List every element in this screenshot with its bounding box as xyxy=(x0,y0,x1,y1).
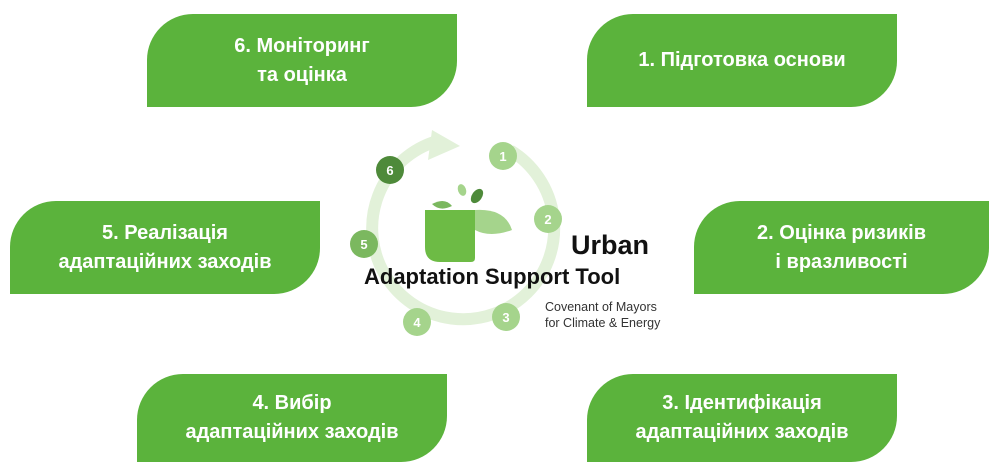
step-5-subtitle: адаптаційних заходів xyxy=(58,250,272,273)
cycle-step-3: 3 xyxy=(492,303,520,331)
step-6-subtitle: та оцінка xyxy=(257,63,347,86)
step-2-title: 2. Оцінка ризиків xyxy=(756,221,927,244)
cycle-number-5: 5 xyxy=(360,237,367,252)
logo-title-tool: Adaptation Support Tool xyxy=(364,264,621,289)
cycle-number-4: 4 xyxy=(413,315,421,330)
cycle-step-1: 1 xyxy=(489,142,517,170)
step-box-3: 3. Ідентифікація адаптаційних заходів xyxy=(587,374,897,462)
step-5-title: 5. Реалізація xyxy=(102,221,228,244)
step-1-title: 1. Підготовка основи xyxy=(638,49,846,71)
cycle-step-4: 4 xyxy=(403,308,431,336)
step-box-5: 5. Реалізація адаптаційних заходів xyxy=(10,201,320,294)
cycle-number-6: 6 xyxy=(386,163,393,178)
cycle-number-1: 1 xyxy=(499,149,506,164)
step-6-title: 6. Моніторинг xyxy=(234,34,370,57)
step-4-subtitle: адаптаційних заходів xyxy=(185,421,399,443)
cycle-step-5: 5 xyxy=(350,230,378,258)
cycle-number-3: 3 xyxy=(502,310,509,325)
logo-subtitle-line1: Covenant of Mayors xyxy=(545,300,657,314)
logo-title-urban: Urban xyxy=(571,230,650,260)
cycle-arrow-icon xyxy=(428,130,460,160)
cycle-step-6: 6 xyxy=(376,156,404,184)
step-box-6: 6. Моніторинг та оцінка xyxy=(147,14,457,107)
step-4-title: 4. Вибір xyxy=(252,392,332,414)
step-box-2: 2. Оцінка ризиків і вразливості xyxy=(694,201,989,294)
step-box-1: 1. Підготовка основи xyxy=(587,14,897,107)
leaf-logo-icon xyxy=(425,184,512,262)
step-3-subtitle: адаптаційних заходів xyxy=(635,421,849,443)
cycle-number-2: 2 xyxy=(544,212,551,227)
cycle-step-2: 2 xyxy=(534,205,562,233)
step-2-subtitle: і вразливості xyxy=(775,250,908,273)
step-3-title: 3. Ідентифікація xyxy=(662,392,822,414)
step-box-4: 4. Вибір адаптаційних заходів xyxy=(137,374,447,462)
logo-subtitle-line2: for Climate & Energy xyxy=(545,316,661,330)
